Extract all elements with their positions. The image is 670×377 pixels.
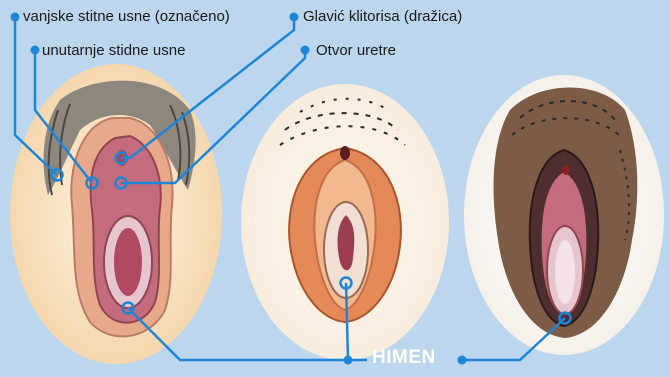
illustration-2	[241, 84, 449, 360]
hymen-area-3	[555, 240, 575, 304]
dot-hymen-right	[458, 356, 467, 365]
label-hymen: HIMEN	[372, 347, 436, 369]
dot-hymen-junction	[344, 356, 353, 365]
clitoris-2	[340, 146, 350, 160]
hymen-area-1	[114, 228, 142, 296]
label-urethral-opening: Otvor uretre	[316, 42, 396, 59]
dot-label-outer	[11, 13, 20, 22]
label-clitoral-glans: Glavić klitorisa (dražica)	[303, 8, 462, 25]
label-inner-labia: unutarnje stidne usne	[42, 42, 185, 59]
clitoris-3	[562, 165, 570, 175]
dot-label-clitoris	[290, 13, 299, 22]
label-outer-labia: vanjske stitne usne (označeno)	[23, 8, 230, 25]
dot-label-urethra	[301, 46, 310, 55]
dot-label-inner	[31, 46, 40, 55]
illustration-1	[10, 64, 222, 364]
